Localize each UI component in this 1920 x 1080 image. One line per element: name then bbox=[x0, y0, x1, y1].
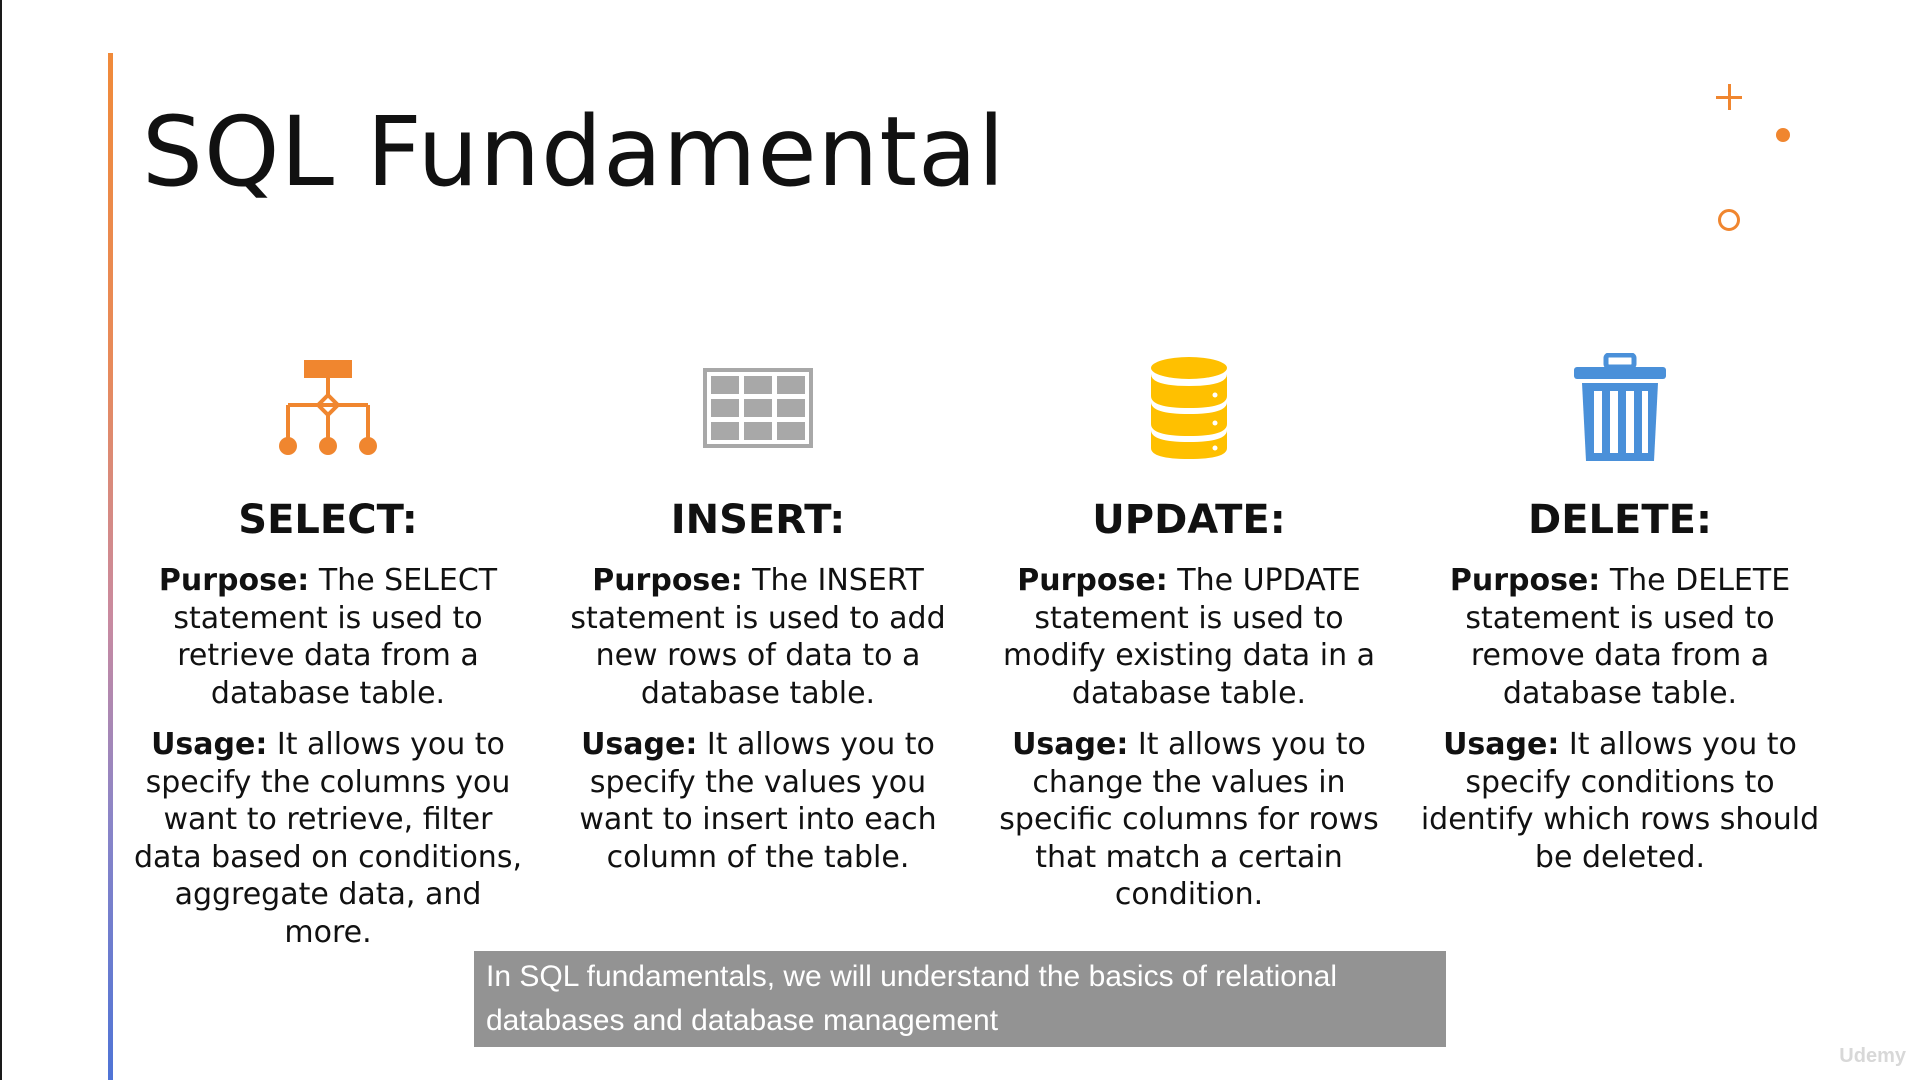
update-column: UPDATE: Purpose: The UPDATE statement is… bbox=[989, 350, 1389, 914]
select-column: SELECT: Purpose: The SELECT statement is… bbox=[128, 350, 528, 951]
select-purpose: Purpose: The SELECT statement is used to… bbox=[128, 562, 528, 712]
frame-edge bbox=[0, 0, 2, 1080]
trash-can-icon bbox=[1420, 350, 1820, 466]
purpose-text: The DELETE statement is used to remove d… bbox=[1465, 563, 1791, 711]
delete-usage: Usage: It allows you to specify conditio… bbox=[1420, 726, 1820, 876]
udemy-watermark-logo: Udemy bbox=[1839, 1045, 1906, 1067]
insert-purpose: Purpose: The INSERT statement is used to… bbox=[558, 562, 958, 712]
table-grid-icon bbox=[558, 350, 958, 466]
insert-heading: INSERT: bbox=[670, 497, 846, 543]
subtitle-caption: In SQL fundamentals, we will understand … bbox=[474, 951, 1446, 1047]
purpose-text: The INSERT statement is used to add new … bbox=[570, 563, 946, 711]
circle-decoration-icon bbox=[1718, 209, 1740, 231]
delete-column: DELETE: Purpose: The DELETE statement is… bbox=[1420, 350, 1820, 876]
usage-label: Usage: bbox=[1443, 727, 1560, 762]
database-icon bbox=[989, 350, 1389, 466]
commands-row: SELECT: Purpose: The SELECT statement is… bbox=[128, 350, 1819, 950]
usage-text: It allows you to change the values in sp… bbox=[999, 727, 1379, 912]
usage-label: Usage: bbox=[151, 727, 268, 762]
purpose-label: Purpose: bbox=[158, 563, 310, 598]
update-usage: Usage: It allows you to change the value… bbox=[989, 726, 1389, 914]
update-heading: UPDATE: bbox=[1092, 497, 1286, 543]
select-usage: Usage: It allows you to specify the colu… bbox=[128, 726, 528, 951]
usage-text: It allows you to specify conditions to i… bbox=[1420, 727, 1820, 875]
purpose-text: The SELECT statement is used to retrieve… bbox=[173, 563, 498, 711]
purpose-label: Purpose: bbox=[1449, 563, 1601, 598]
delete-purpose: Purpose: The DELETE statement is used to… bbox=[1420, 562, 1820, 712]
delete-heading: DELETE: bbox=[1528, 497, 1712, 543]
purpose-text: The UPDATE statement is used to modify e… bbox=[1003, 563, 1375, 711]
hierarchy-icon bbox=[128, 350, 528, 466]
select-heading: SELECT: bbox=[238, 497, 418, 543]
purpose-label: Purpose: bbox=[592, 563, 743, 598]
usage-label: Usage: bbox=[581, 727, 698, 762]
usage-text: It allows you to specify the values you … bbox=[579, 727, 937, 875]
purpose-label: Purpose: bbox=[1017, 563, 1168, 598]
update-purpose: Purpose: The UPDATE statement is used to… bbox=[989, 562, 1389, 712]
insert-usage: Usage: It allows you to specify the valu… bbox=[558, 726, 958, 876]
insert-column: INSERT: Purpose: The INSERT statement is… bbox=[558, 350, 958, 876]
slide-title: SQL Fundamental bbox=[142, 96, 1006, 208]
usage-text: It allows you to specify the columns you… bbox=[134, 727, 522, 950]
usage-label: Usage: bbox=[1012, 727, 1129, 762]
plus-decoration-icon bbox=[1716, 84, 1742, 110]
dot-decoration-icon bbox=[1776, 128, 1790, 142]
accent-line bbox=[108, 53, 113, 1080]
